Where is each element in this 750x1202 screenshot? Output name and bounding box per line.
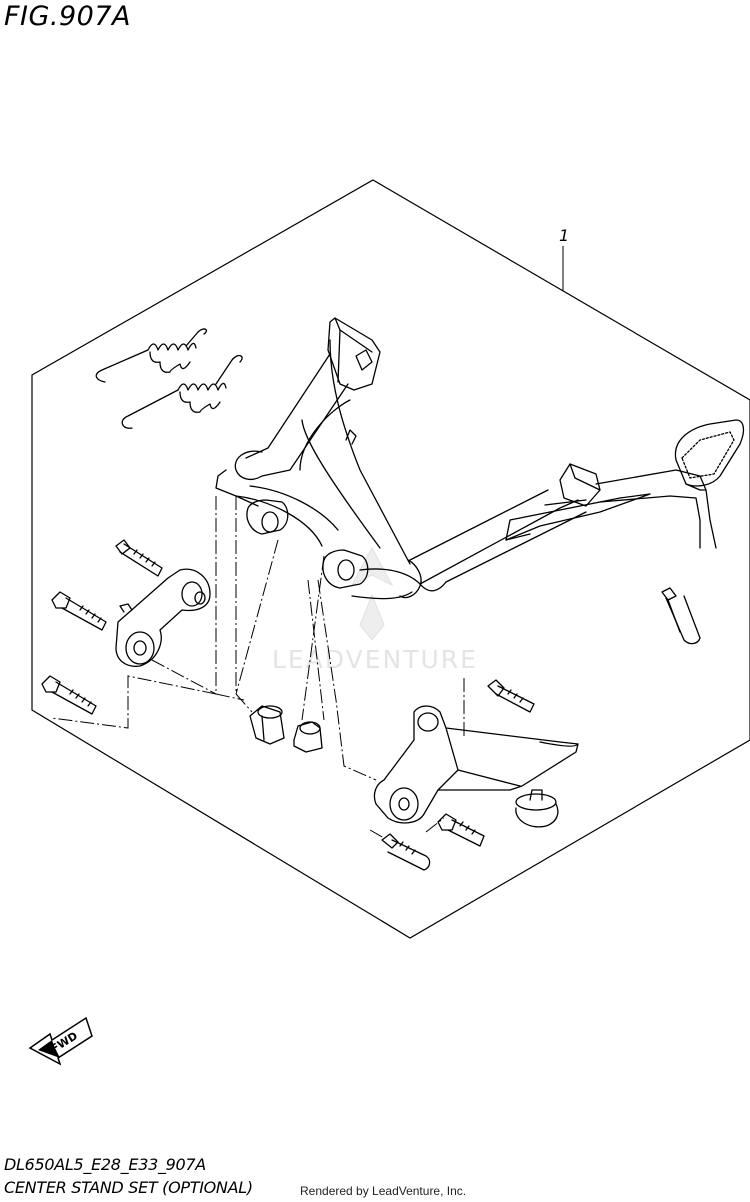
return-spring-upper (95, 328, 208, 383)
bolt-1 (115, 539, 163, 577)
callout-1: 1 (559, 226, 569, 291)
callout-number: 1 (559, 226, 569, 245)
kit-outline (31, 179, 750, 939)
watermark: LEADVENTURE (272, 546, 478, 674)
diagram-description: CENTER STAND SET (OPTIONAL) (4, 1178, 253, 1197)
render-credit: Rendered by LeadVenture, Inc. (300, 1184, 467, 1198)
collar-right (293, 721, 323, 753)
spring-pin (661, 587, 701, 645)
bolt-4 (487, 679, 535, 713)
right-bracket (373, 705, 579, 824)
bolt-3 (41, 675, 97, 715)
left-bracket (115, 568, 211, 667)
pivot-boss-right (322, 549, 369, 589)
fwd-arrow-icon: FWD (28, 1016, 93, 1066)
return-spring-lower (121, 354, 243, 429)
assembly-guides (51, 496, 465, 839)
watermark-text: LEADVENTURE (272, 645, 478, 674)
bolt-6 (381, 833, 431, 871)
foot-pedal (674, 419, 745, 491)
figure-title: FIG.907A (4, 1, 132, 32)
pedal-boss (559, 463, 601, 507)
pivot-boss-left (246, 499, 289, 535)
bolt-2 (51, 591, 107, 631)
collar-left (249, 705, 285, 745)
bolt-5 (437, 813, 485, 847)
diagram-code: DL650AL5_E28_E33_907A (4, 1155, 206, 1174)
center-stand-frame (215, 317, 717, 600)
watermark-logo-icon (350, 546, 394, 641)
rubber-stopper (515, 789, 559, 828)
